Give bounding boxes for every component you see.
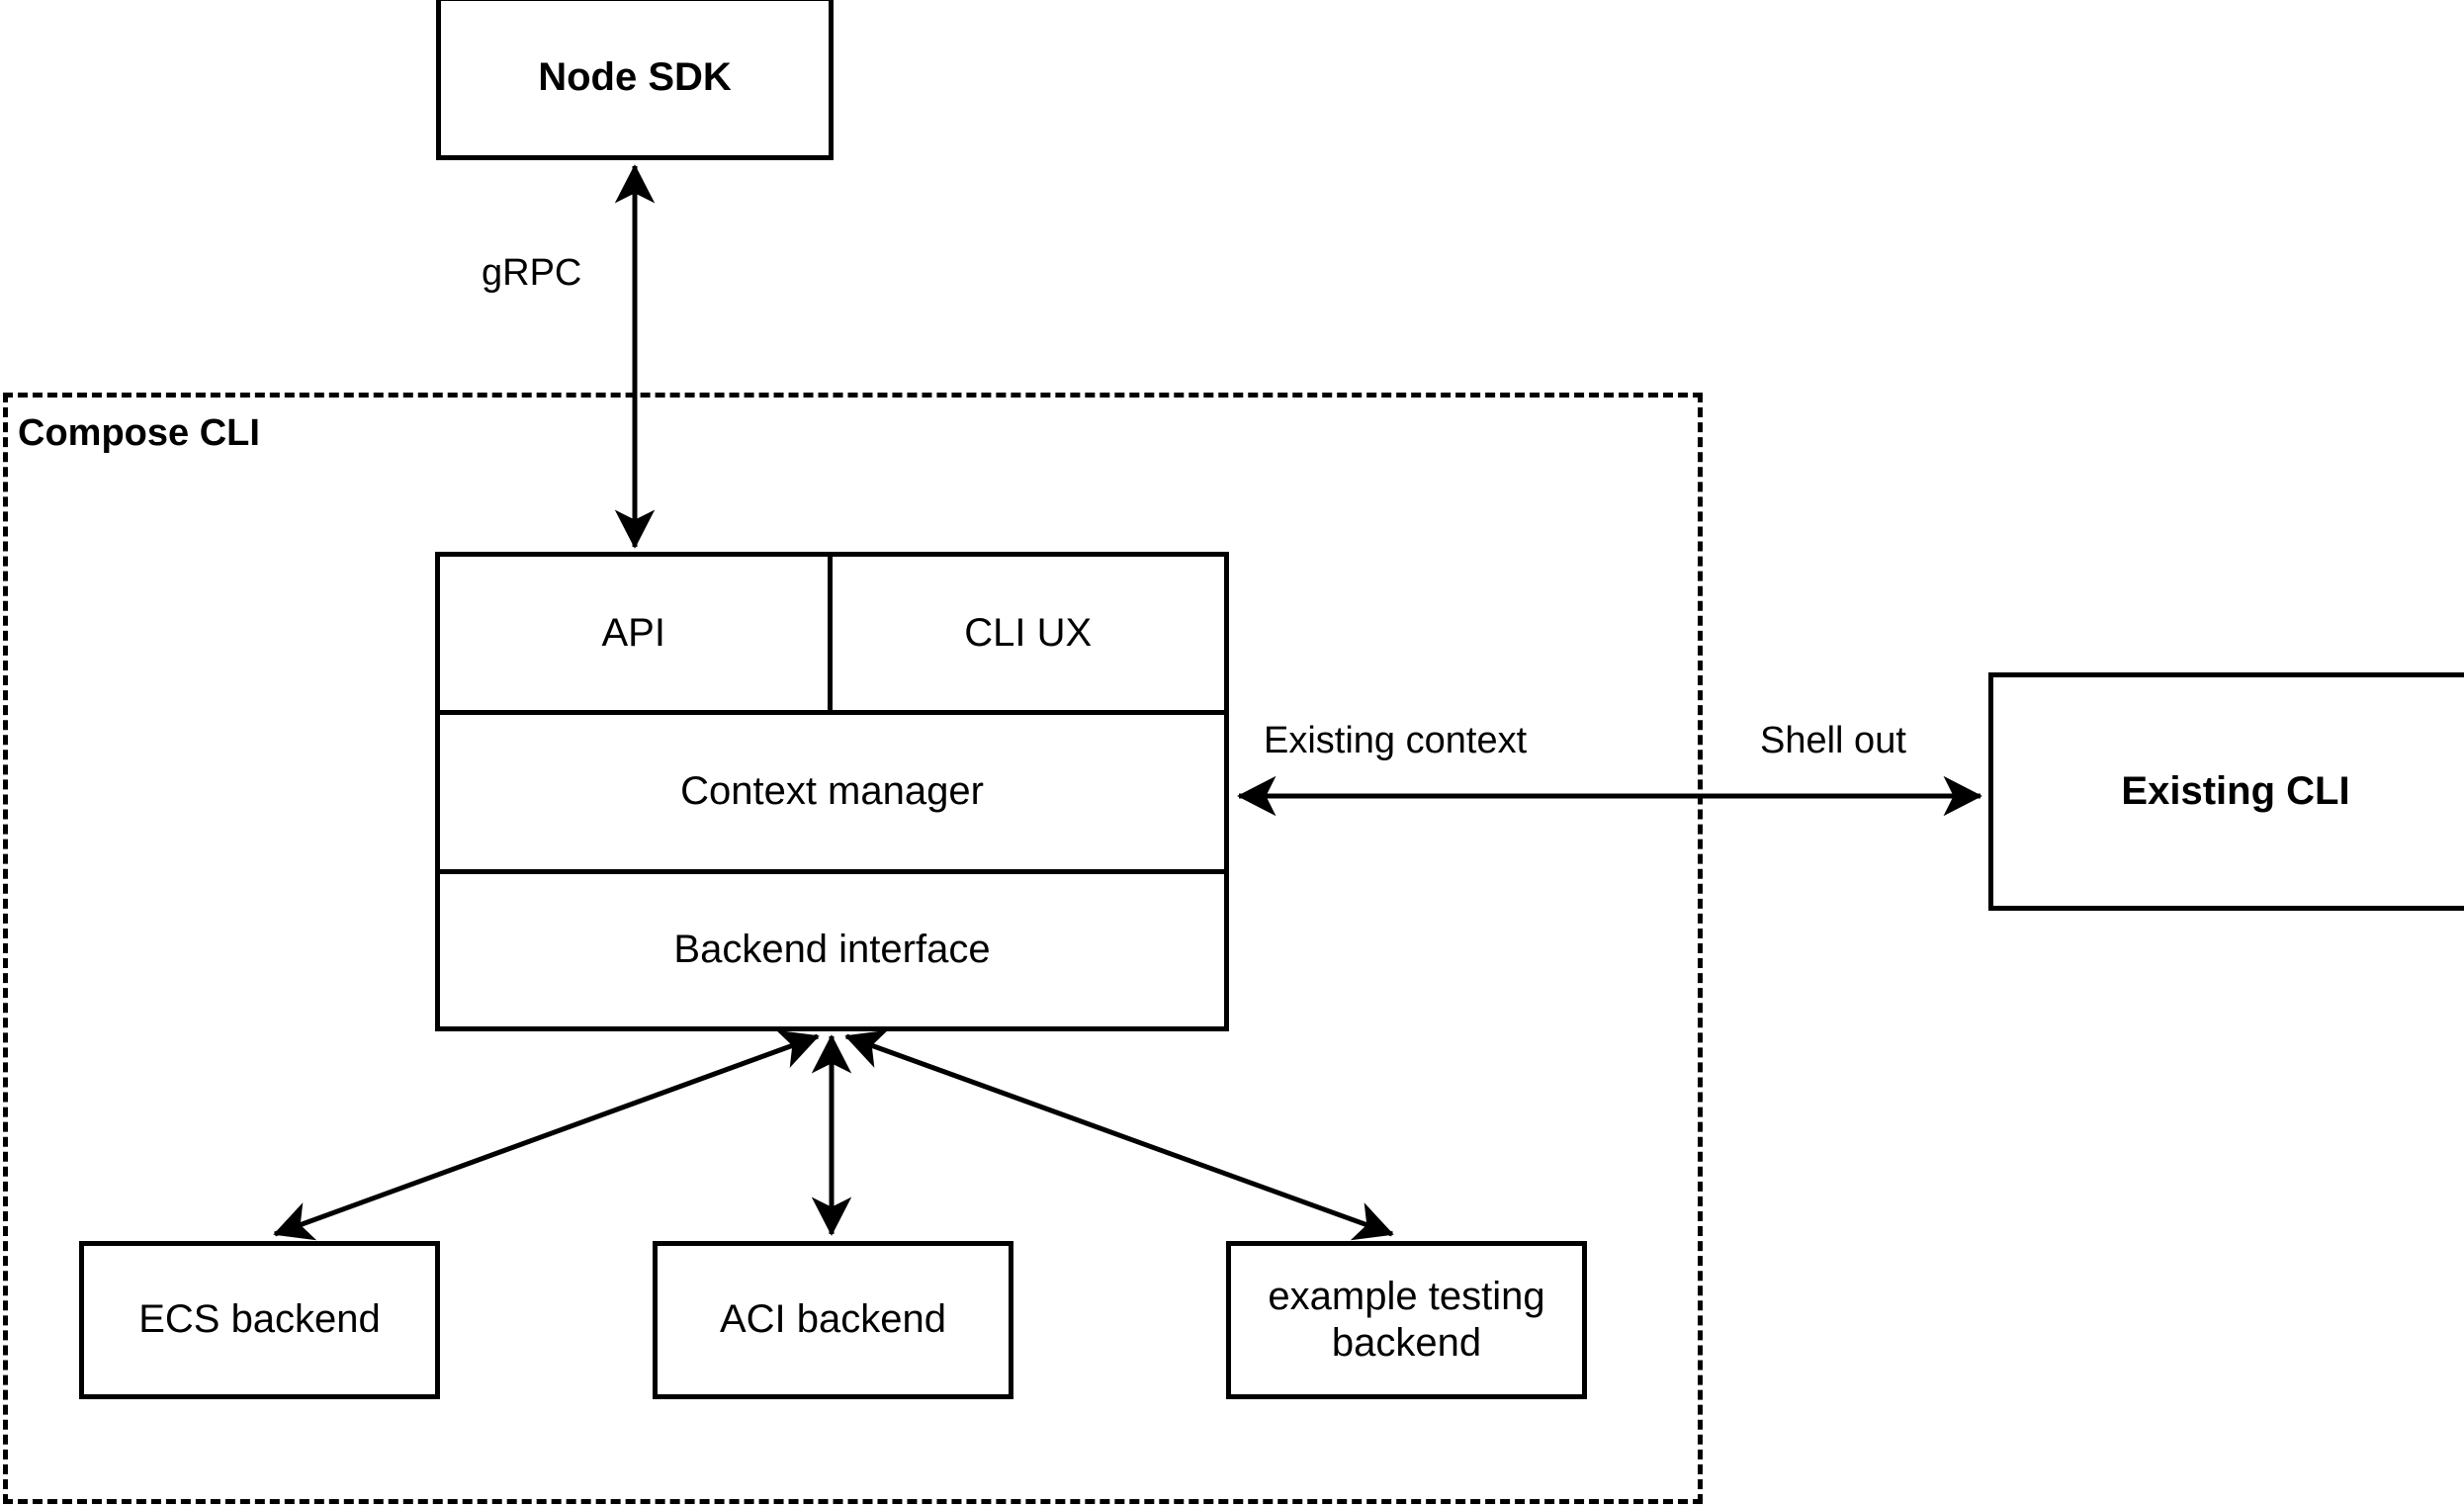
node-node-sdk[interactable]: Node SDK [436,0,834,160]
edge-label-existing-context: Existing context [1264,720,1528,761]
node-ecs-backend[interactable]: ECS backend [79,1241,440,1399]
node-backend-interface[interactable]: Backend interface [440,874,1224,1026]
group-compose-cli-label: Compose CLI [18,412,260,454]
node-api[interactable]: API [440,557,833,711]
node-ecs-backend-label: ECS backend [138,1297,381,1342]
node-cli-ux[interactable]: CLI UX [833,557,1225,710]
node-example-testing-backend[interactable]: example testing backend [1226,1241,1587,1399]
node-aci-backend[interactable]: ACI backend [653,1241,1013,1399]
node-example-testing-backend-label-line2: backend [1331,1321,1482,1365]
node-compose-core-stack: API CLI UX Context manager Backend inter… [435,552,1229,1031]
edge-label-grpc: gRPC [482,252,582,294]
node-cli-ux-label: CLI UX [964,611,1093,656]
node-context-manager[interactable]: Context manager [440,715,1224,874]
node-api-label: API [601,611,665,656]
node-node-sdk-label: Node SDK [538,55,732,100]
node-existing-cli-label: Existing CLI [2121,768,2350,813]
node-example-testing-backend-label: example testing backend [1231,1274,1582,1367]
node-existing-cli[interactable]: Existing CLI [1988,672,2464,911]
edge-label-shell-out: Shell out [1760,720,1906,761]
group-compose-cli [3,393,1703,1504]
node-example-testing-backend-label-line1: example testing [1268,1274,1545,1318]
node-aci-backend-label: ACI backend [719,1297,947,1342]
node-context-manager-label: Context manager [680,769,984,814]
node-backend-interface-label: Backend interface [673,928,991,972]
row-api-cliux: API CLI UX [440,557,1225,716]
